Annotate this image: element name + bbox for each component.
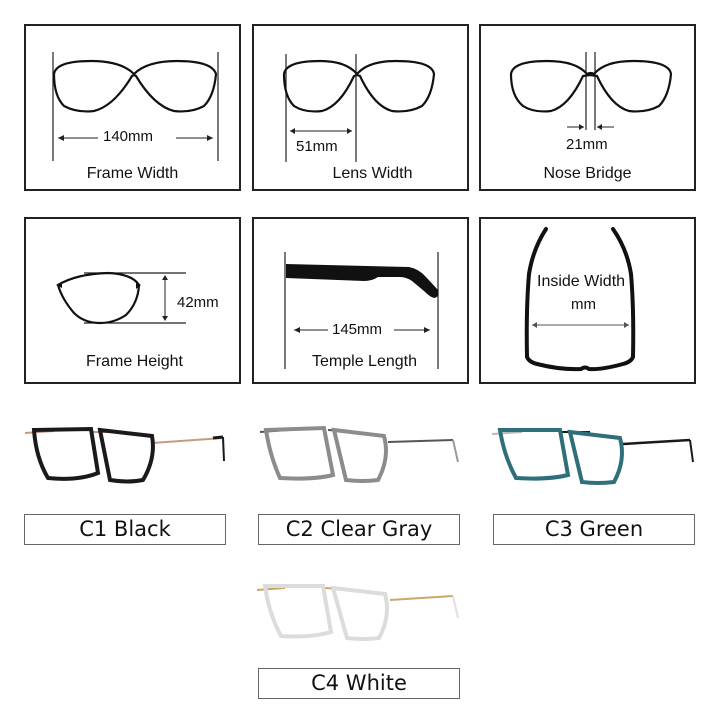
inside-width-diagram: Inside Width mm (479, 217, 696, 384)
lens-width-diagram: 51mm Lens Width (252, 24, 469, 191)
temple-arm-icon (284, 252, 439, 369)
glasses-front-icon (282, 54, 436, 162)
temple-length-caption: Temple Length (312, 353, 417, 370)
variant-c3[interactable] (490, 420, 705, 490)
lens-width-caption: Lens Width (332, 165, 413, 182)
variant-c2[interactable] (258, 420, 468, 490)
inside-width-value: mm (571, 296, 596, 313)
glasses-photo-c1-icon (24, 426, 225, 484)
glasses-top-view-icon (524, 227, 636, 372)
glasses-front-icon (509, 52, 673, 130)
frame-width-diagram: 140mm Frame Width (24, 24, 241, 191)
frame-width-value: 140mm (103, 128, 154, 145)
lens-outline-icon (56, 271, 186, 325)
nose-bridge-caption: Nose Bridge (543, 165, 632, 182)
frame-height-value: 42mm (177, 294, 219, 311)
variant-c4[interactable] (255, 578, 470, 648)
glasses-photo-c4-icon (256, 584, 459, 641)
inside-width-label: Inside Width (537, 273, 626, 290)
frame-height-caption: Frame Height (86, 353, 183, 370)
temple-length-value: 145mm (332, 321, 383, 338)
frame-width-caption: Frame Width (86, 165, 179, 182)
glasses-photo-c3-icon (491, 428, 694, 485)
variant-c4-label: C4 White (258, 668, 460, 699)
glasses-photo-c2-icon (259, 425, 459, 483)
variant-c1-label: C1 Black (24, 514, 226, 545)
variant-c1[interactable] (18, 418, 233, 488)
nose-bridge-diagram: 21mm Nose Bridge (479, 24, 696, 191)
temple-length-diagram: 145mm Temple Length (252, 217, 469, 384)
glasses-front-icon (52, 52, 219, 161)
frame-height-diagram: 42mm Frame Height (24, 217, 241, 384)
variant-c3-label: C3 Green (493, 514, 695, 545)
lens-width-value: 51mm (296, 138, 338, 155)
nose-bridge-value: 21mm (566, 136, 608, 153)
variant-c2-label: C2 Clear Gray (258, 514, 460, 545)
